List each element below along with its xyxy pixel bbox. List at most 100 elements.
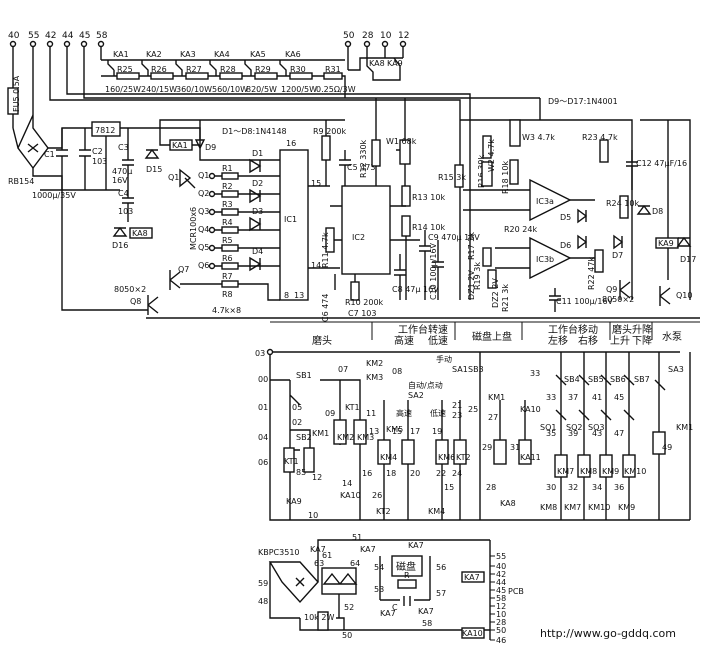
svg-text:50: 50	[496, 626, 506, 635]
svg-text:45: 45	[614, 393, 624, 402]
svg-text:Q6: Q6	[198, 261, 209, 270]
c2-label: C2	[92, 147, 103, 156]
d16-label: D16	[112, 241, 128, 250]
svg-text:12: 12	[496, 602, 506, 611]
svg-text:SQ1: SQ1	[540, 423, 556, 432]
fuse-label: FU5 0.5A	[12, 75, 21, 112]
svg-text:高速: 高速	[396, 408, 412, 418]
r24-label: R24 10k	[606, 199, 639, 208]
section-head-lift: 磨头升降	[612, 323, 652, 336]
c3-volt: 16V	[112, 176, 128, 185]
svg-text:8: 8	[284, 291, 289, 300]
relay-ka2: KA2	[146, 50, 162, 59]
svg-text:15: 15	[311, 179, 321, 188]
svg-text:16: 16	[286, 139, 296, 148]
svg-text:Q4: Q4	[198, 225, 209, 234]
svg-text:44: 44	[496, 578, 506, 587]
svg-text:Q3: Q3	[198, 207, 209, 216]
c2-value: 103	[92, 157, 107, 166]
r8-value: 4.7k×8	[212, 306, 241, 315]
svg-text:00: 00	[258, 375, 268, 384]
section-grinder: 磨头	[312, 335, 332, 347]
svg-text:KA10: KA10	[340, 491, 361, 500]
svg-text:37: 37	[568, 393, 578, 402]
svg-text:KM8: KM8	[540, 503, 557, 512]
svg-text:SQ2: SQ2	[566, 423, 582, 432]
diode-note: D1～D8:1N4148	[222, 127, 287, 136]
q9-label: Q9	[606, 285, 617, 294]
d5-label: D5	[560, 213, 571, 222]
svg-text:KA7: KA7	[360, 545, 376, 554]
svg-text:34: 34	[592, 483, 602, 492]
svg-text:03: 03	[255, 349, 265, 358]
svg-text:D2: D2	[252, 179, 263, 188]
svg-text:04: 04	[258, 433, 268, 442]
r13-label: R13 10k	[412, 193, 445, 202]
svg-text:58: 58	[496, 594, 506, 603]
svg-text:51: 51	[352, 533, 362, 542]
svg-text:KM7: KM7	[557, 467, 574, 476]
svg-text:Q5: Q5	[198, 243, 209, 252]
relay-resistor-chain: KA1 KA2 KA3 KA4 KA5 KA6 R25 R26 R27 R28 …	[105, 50, 403, 94]
ic3-section: D9～D17:1N4001 R15 3k R16 39k W2 4.7k R17…	[438, 97, 696, 312]
relay-ka1: KA1	[113, 50, 129, 59]
r11-label: R11 4.7k	[321, 232, 330, 268]
svg-text:22: 22	[436, 469, 446, 478]
svg-text:KM3: KM3	[366, 373, 383, 382]
r27-value: 360/10W	[176, 85, 212, 94]
d9-label: D9	[205, 143, 216, 152]
dz2-label: DZ2 2V	[491, 278, 500, 308]
r30-value: 1200/5W	[281, 85, 317, 94]
svg-text:14: 14	[342, 479, 352, 488]
svg-text:D4: D4	[252, 247, 263, 256]
svg-text:SB1: SB1	[296, 371, 312, 380]
svg-text:59: 59	[258, 579, 268, 588]
resistor-r31: R31	[325, 65, 341, 74]
c12-label: C12 47μF/16	[636, 159, 687, 168]
section-left: 左移	[548, 334, 568, 347]
svg-text:64: 64	[350, 559, 360, 568]
svg-text:KM1: KM1	[312, 429, 329, 438]
svg-text:KM4: KM4	[380, 453, 397, 462]
watermark: http://www.go-gddq.com	[540, 627, 676, 640]
svg-text:54: 54	[374, 563, 384, 572]
svg-text:61: 61	[322, 551, 332, 560]
r26-value: 240/15W	[141, 85, 177, 94]
r15-label: R15 3k	[438, 173, 466, 182]
svg-text:KT1: KT1	[345, 403, 360, 412]
svg-text:KM3: KM3	[357, 433, 374, 442]
terminal-45: 45	[79, 31, 90, 41]
svg-text:17: 17	[410, 427, 420, 436]
svg-text:Q2: Q2	[198, 189, 209, 198]
w3-label: W3 4.7k	[522, 133, 555, 142]
svg-text:SA2: SA2	[408, 391, 424, 400]
svg-text:46: 46	[496, 636, 506, 645]
c4-label: C4	[118, 189, 129, 198]
svg-text:KM9: KM9	[618, 503, 635, 512]
terminal-58: 58	[96, 31, 108, 41]
ka1-coil: KA1	[172, 141, 188, 150]
svg-text:R2: R2	[222, 182, 233, 191]
r18-label: R18 10k	[501, 161, 510, 194]
terminal-50: 50	[343, 31, 355, 41]
svg-text:SQ3: SQ3	[588, 423, 604, 432]
section-down: 下降	[632, 334, 652, 347]
r22-label: R22 47k	[587, 257, 596, 290]
r10-label: R10 200k	[345, 298, 384, 307]
section-table-speed: 工作台转速	[398, 323, 448, 336]
svg-text:KA7: KA7	[408, 541, 424, 550]
control-ladder	[266, 348, 691, 521]
svg-text:SB5: SB5	[588, 375, 604, 384]
r31-value: 0.25Ω/3W	[316, 85, 356, 94]
svg-text:41: 41	[592, 393, 602, 402]
w1-label: W1 68k	[386, 137, 417, 146]
svg-text:R: R	[404, 571, 410, 580]
q7-label: Q7	[178, 265, 189, 274]
svg-text:14: 14	[311, 261, 321, 270]
r9-label: R9 200k	[313, 127, 346, 136]
svg-text:SB6: SB6	[610, 375, 626, 384]
resistor-r30: R30	[290, 65, 306, 74]
svg-text:KA11: KA11	[520, 453, 541, 462]
svg-text:52: 52	[344, 603, 354, 612]
svg-text:58: 58	[422, 619, 432, 628]
